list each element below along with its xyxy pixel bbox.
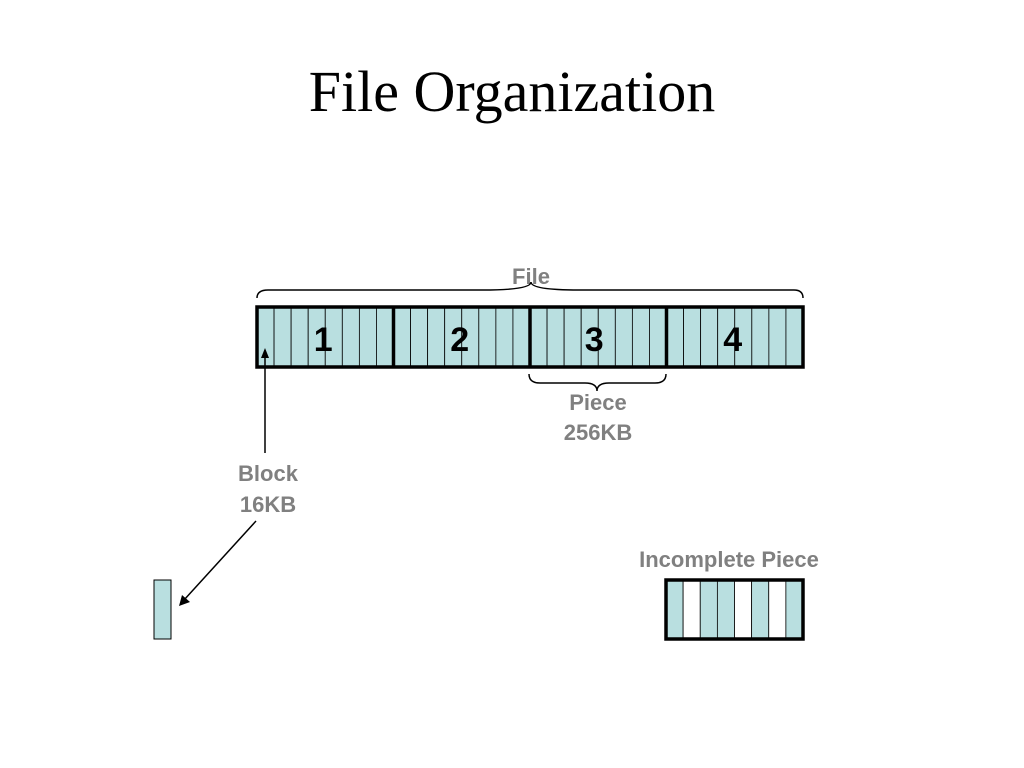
file-brace	[256, 281, 804, 299]
block	[614, 306, 633, 368]
block	[751, 306, 770, 368]
block-downloaded	[699, 579, 718, 640]
block	[290, 306, 309, 368]
piece-label: Piece	[569, 390, 627, 415]
block	[478, 306, 497, 368]
piece-number: 4	[723, 321, 742, 359]
block	[529, 306, 548, 368]
slide-title: File Organization	[308, 59, 716, 124]
block	[700, 306, 719, 368]
block	[495, 306, 514, 368]
block	[649, 306, 667, 368]
block	[785, 306, 804, 368]
block	[273, 306, 292, 368]
block-downloaded	[785, 579, 804, 640]
block	[666, 306, 684, 368]
block	[563, 306, 582, 368]
block	[376, 306, 394, 368]
block-missing	[682, 579, 701, 640]
piece-number: 1	[314, 321, 333, 359]
piece-3: 3	[529, 306, 667, 368]
block-downloaded	[751, 579, 770, 640]
block-pointer-arrowhead	[261, 348, 269, 358]
piece-2: 2	[393, 306, 531, 368]
block	[427, 306, 446, 368]
piece-4: 4	[666, 306, 804, 368]
file-bar: 1 2 3 4	[255, 305, 805, 369]
block-downloaded	[716, 579, 735, 640]
block	[393, 306, 411, 368]
block	[341, 306, 360, 368]
block	[683, 306, 702, 368]
single-block	[153, 579, 172, 640]
block	[512, 306, 531, 368]
block	[410, 306, 429, 368]
block-downloaded	[665, 579, 684, 640]
piece-1: 1	[256, 306, 394, 368]
block-size-label: 16KB	[240, 492, 296, 517]
block	[631, 306, 650, 368]
block-label: Block	[238, 461, 299, 486]
piece-brace	[528, 373, 667, 392]
incomplete-piece-outline	[664, 578, 805, 641]
block-missing	[768, 579, 787, 640]
incomplete-piece-label: Incomplete Piece	[639, 547, 819, 572]
incomplete-piece-bar	[664, 578, 805, 641]
single-block-arrowhead	[179, 595, 190, 606]
single-block-arrow-line	[183, 520, 257, 601]
piece-number: 3	[585, 321, 604, 359]
piece-number: 2	[450, 321, 469, 359]
block	[768, 306, 787, 368]
block	[546, 306, 565, 368]
file-bar-outline	[255, 305, 805, 369]
file-label: File	[512, 264, 550, 289]
piece-size-label: 256KB	[564, 420, 632, 445]
block-missing	[734, 579, 753, 640]
block	[358, 306, 377, 368]
